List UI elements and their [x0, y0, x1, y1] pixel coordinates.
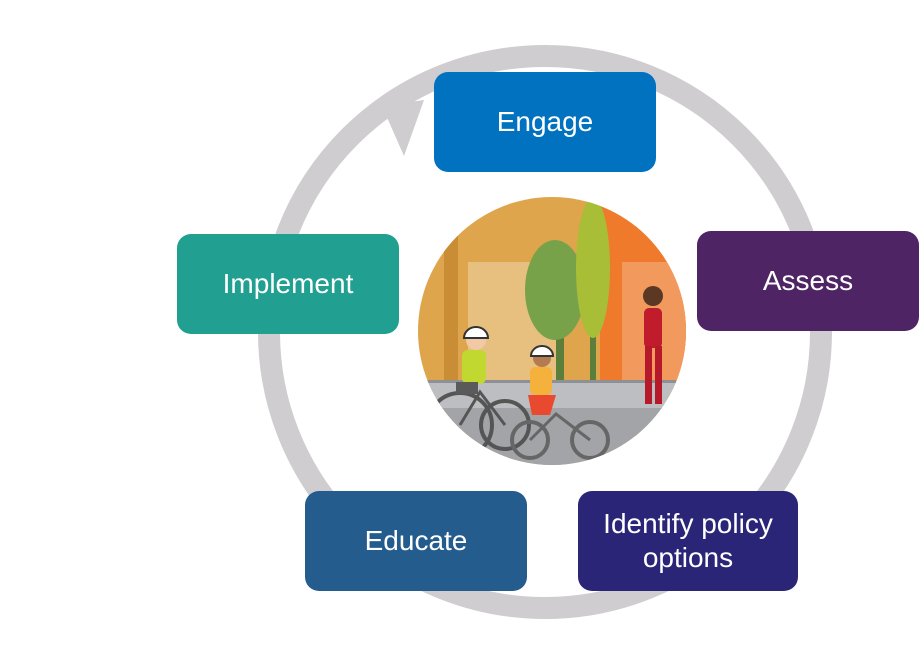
step-identify-policy-options: Identify policy options	[578, 491, 798, 591]
step-engage-label: Engage	[496, 106, 594, 137]
step-implement: Implement	[177, 234, 399, 334]
center-illustration	[418, 197, 686, 465]
cycle-arrow-head	[382, 100, 424, 156]
step-educate-label: Educate	[364, 525, 468, 556]
step-assess-label: Assess	[762, 265, 854, 296]
step-engage: Engage	[434, 72, 656, 172]
tree-icon	[525, 198, 610, 385]
step-assess: Assess	[697, 231, 919, 331]
pedestrian-figure	[643, 286, 663, 404]
step-implement-label: Implement	[222, 268, 354, 299]
step-identify-label: Identify policy options	[603, 508, 773, 573]
step-educate: Educate	[305, 491, 527, 591]
child-cyclist-figure	[510, 345, 610, 460]
